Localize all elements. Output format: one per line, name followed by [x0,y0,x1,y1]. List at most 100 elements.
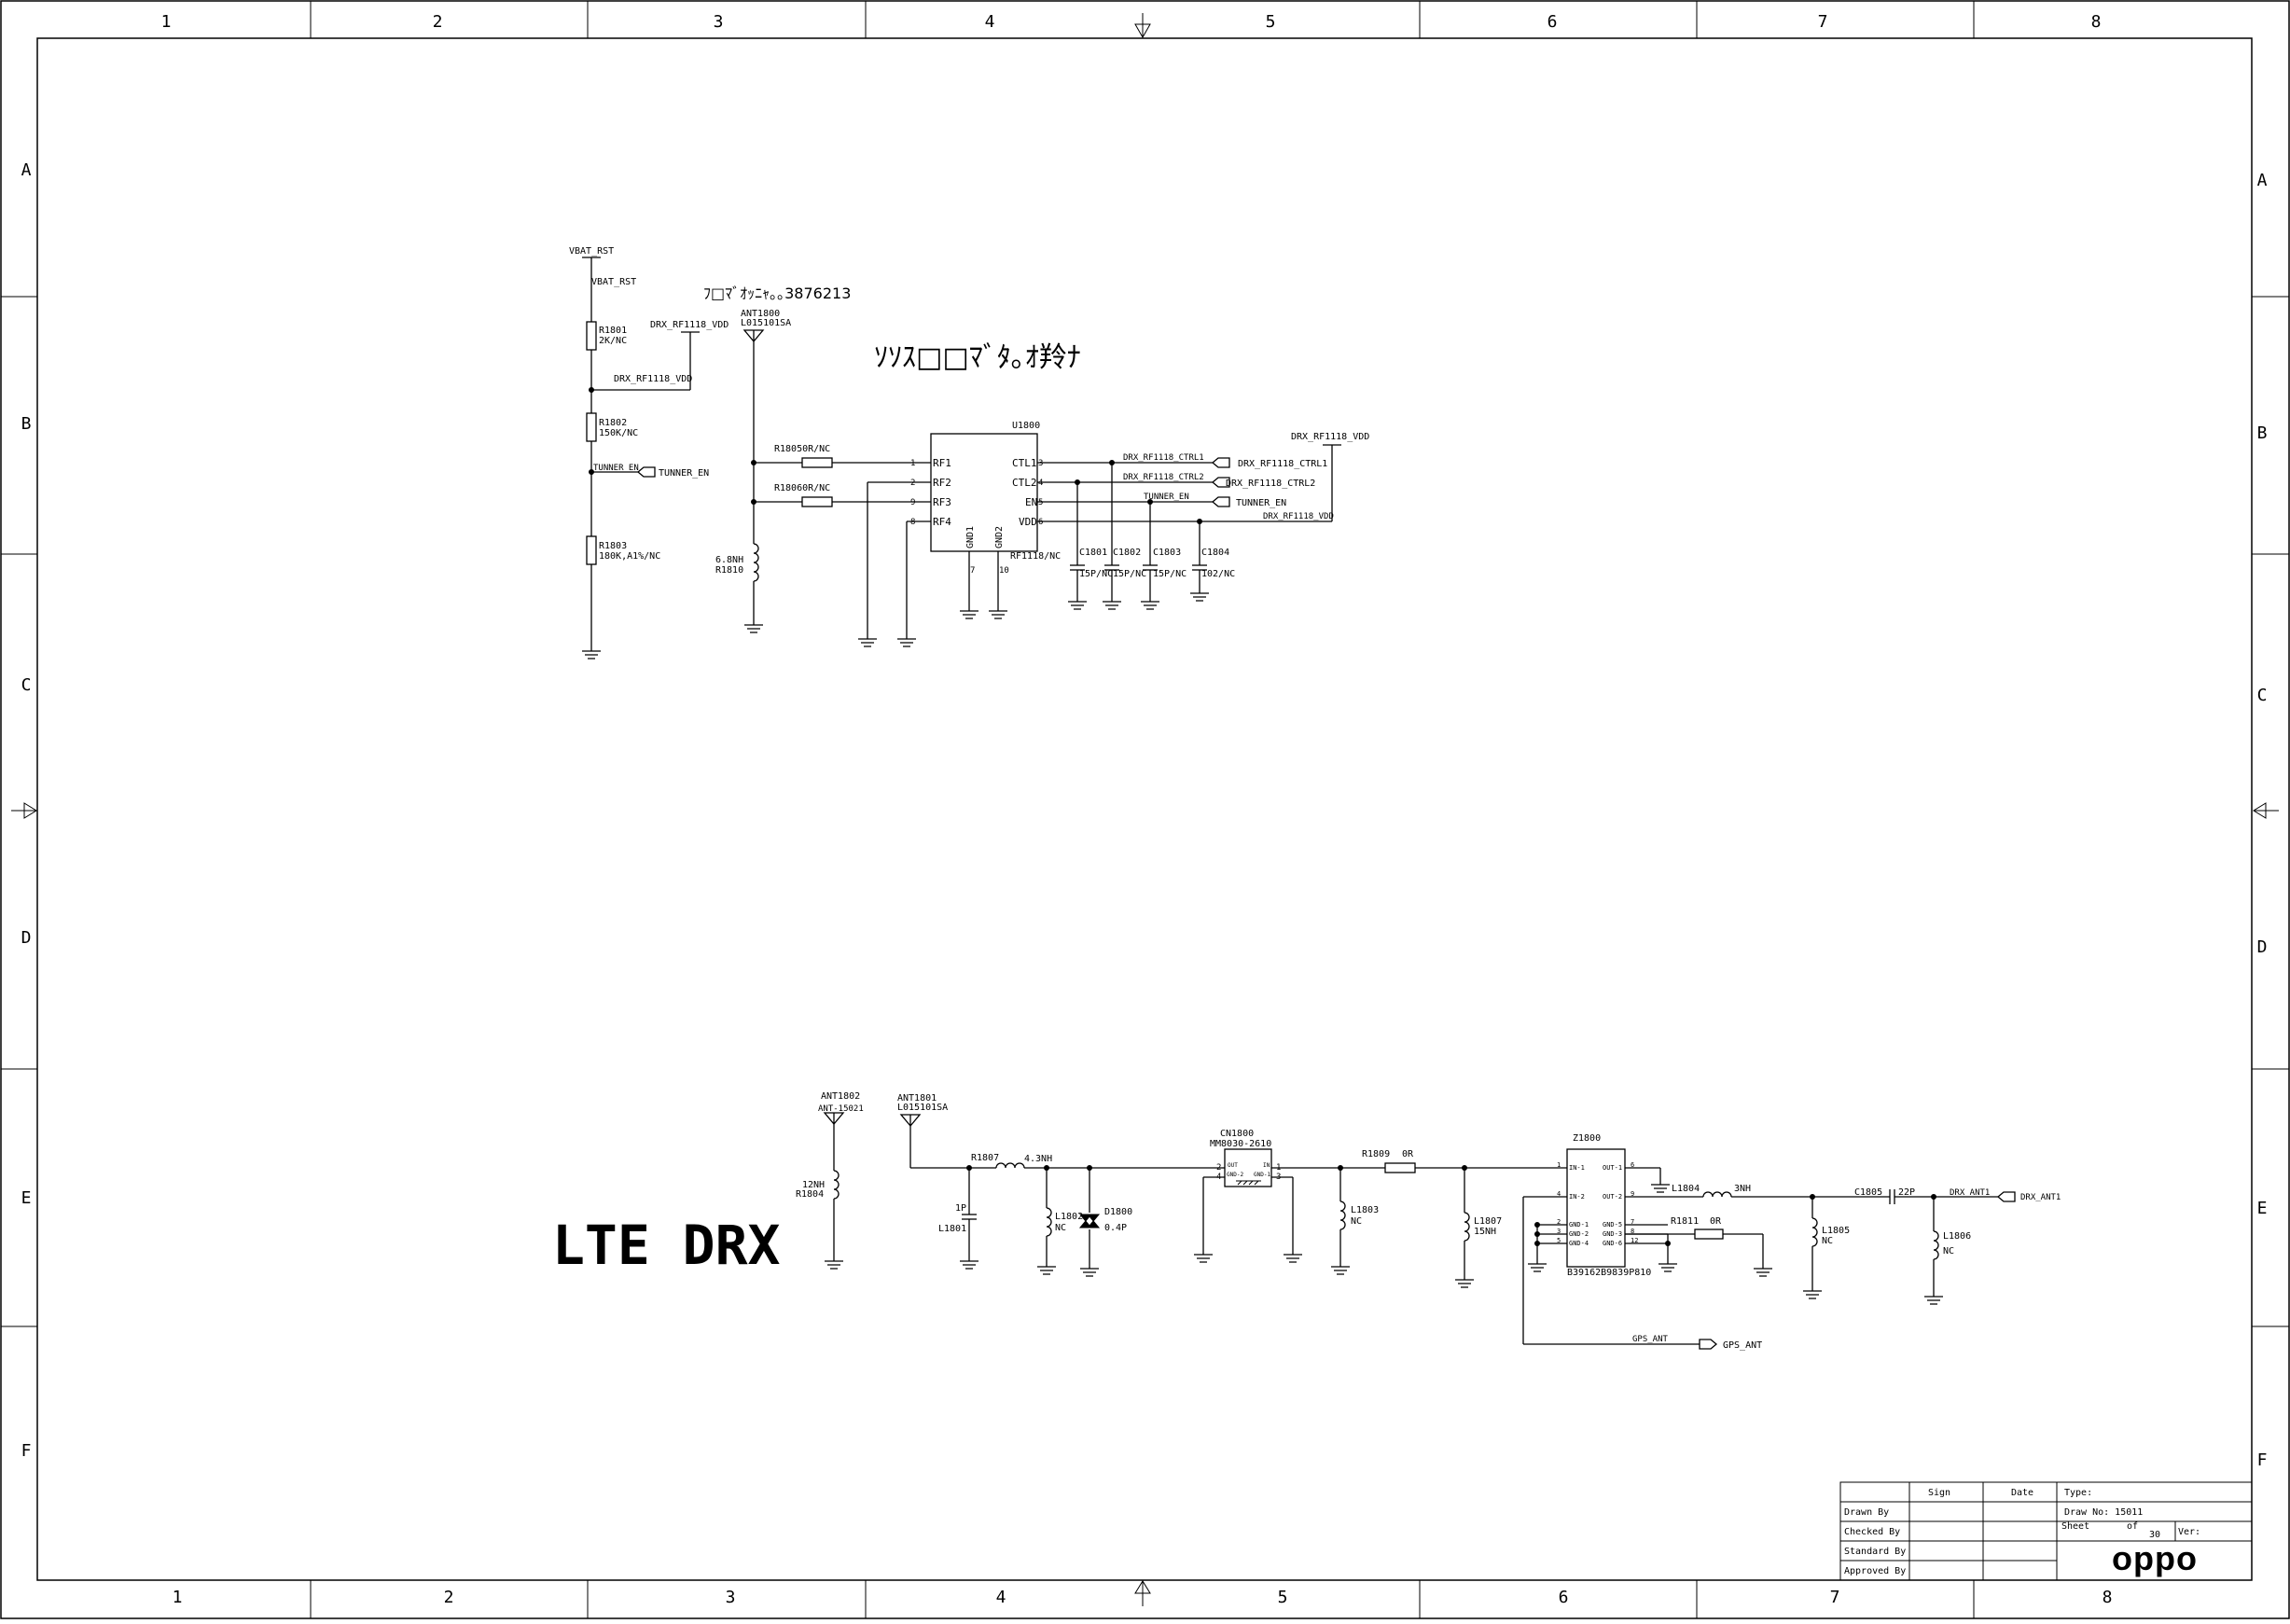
ground-symbol [744,624,763,633]
col-label-bottom-7: 7 [1830,1588,1840,1607]
inductor-3nh [1702,1191,1732,1198]
row-label-left-A: A [21,160,32,180]
r1811-value: 0R [1710,1216,1722,1227]
c1805-value: 22P [1898,1187,1915,1198]
drx-vdd-label-2: DRX_RF1118_VDD [614,374,692,384]
col-label-bottom-1: 1 [173,1588,183,1607]
ground-symbol [1141,601,1159,610]
u1800-pin7-num: 7 [970,566,975,576]
z1800-pin-gnd3: GND-3 [1603,1230,1622,1238]
row-label-right-F: F [2257,1450,2268,1470]
u1800-pin8-num: 8 [910,518,915,527]
u1800-pin-rf2: RF2 [933,477,951,489]
r1804-value: 12NH [802,1180,825,1190]
drx-vdd-top-label: DRX_RF1118_VDD [1291,432,1369,442]
z1800-pin-gnd4: GND-4 [1569,1240,1589,1247]
r1807-value: 4.3NH [1024,1154,1052,1164]
r1806-label: R18060R/NC [774,483,830,493]
cn1800-inner-out: OUT [1228,1162,1238,1169]
port-gps-shape [1699,1339,1718,1350]
row-label-left-E: E [21,1188,32,1208]
z1800-pin-out1: OUT-1 [1603,1164,1622,1172]
lower-circuit: ANT1802 ANT-15021 12NH R1804 ANT1801 L01… [796,1091,2061,1351]
tunner-en-port-shape [636,466,656,478]
ground-symbol [1803,1290,1822,1299]
u1800-pin2-num: 2 [910,479,915,488]
port-en-shape [1211,496,1230,507]
connector-hatch [1236,1180,1261,1186]
tunner-en-port-label: TUNNER_EN [659,468,709,479]
col-label-top-5: 5 [1266,12,1276,32]
ground-symbol [825,1260,843,1270]
title-block-approved-by: Approved By [1844,1566,1906,1576]
l1803-ref: L1803 [1351,1205,1379,1215]
ground-symbol [1190,592,1209,602]
row-label-right-A: A [2257,171,2268,190]
title-block-of: of [2127,1521,2138,1532]
c1802-value: 15P/NC [1113,569,1146,579]
inductor-l1807 [1464,1212,1470,1242]
ant1802-ref: ANT1802 [821,1091,860,1102]
row-label-right-C: C [2257,686,2268,705]
ground-symbol [1037,1266,1056,1275]
resistor-r1802 [586,412,597,442]
r1809-value: 0R [1402,1149,1414,1159]
l1802-ref: L1802 [1055,1212,1083,1222]
r1802-ref: R1802 [599,418,627,428]
garbled-note-1: ﾌ□ﾏﾞｵｯﾆｬ｡｡3876213 [703,285,851,302]
l1805-value: NC [1822,1236,1833,1246]
u1800-pin-rf3: RF3 [933,496,951,508]
ic-u1800 [930,433,1038,552]
resistor-r1805 [801,457,833,468]
tunner-en-net-label: TUNNER_EN [593,464,639,473]
section-title: LTE DRX [552,1214,781,1277]
port-ctrl2-shape [1211,477,1230,488]
resistor-r1811 [1694,1228,1724,1240]
r1802-value: 150K/NC [599,428,638,438]
row-label-left-B: B [21,414,32,434]
r1810-value: 6.8NH [715,555,743,565]
inductor-r1810 [753,543,759,582]
col-label-bottom-4: 4 [996,1588,1006,1607]
z1800-pin-gnd5: GND-5 [1603,1221,1622,1228]
inductor-l1806 [1933,1230,1939,1260]
r1810-ref: R1810 [715,565,743,576]
l1802-value: NC [1055,1223,1066,1233]
saw-filter-z1800 [1566,1148,1626,1268]
z1800-pin7-num: 7 [1631,1218,1634,1226]
ground-symbol [1194,1254,1213,1263]
title-block-drawn-by: Drawn By [1844,1507,1889,1518]
oppo-logo: oppo [2112,1539,2198,1577]
z1800-pin4-num: 4 [1557,1190,1561,1198]
col-label-bottom-6: 6 [1559,1588,1569,1607]
c1804-ref: C1804 [1201,548,1229,558]
cn1800-pin2: 2 [1216,1163,1221,1173]
z1800-pin-in2: IN-2 [1569,1193,1585,1201]
resistor-r1803 [586,535,597,565]
title-block-sheet: Sheet [2061,1521,2089,1532]
ground-symbol [1068,601,1087,610]
z1800-pin-in1: IN-1 [1569,1164,1585,1172]
u1800-pin10-num: 10 [999,566,1009,576]
net-label-ctrl1: DRX_RF1118_CTRL1 [1123,453,1204,463]
z1800-ref: Z1800 [1573,1133,1601,1144]
d1800-value: 0.4P [1104,1223,1127,1233]
ant1800-part: L015101SA [741,318,791,328]
diode-d1800 [1078,1214,1101,1228]
net-label-en: TUNNER_EN [1144,493,1189,502]
col-label-bottom-8: 8 [2103,1588,2113,1607]
c1804-value: 102/NC [1201,569,1235,579]
title-block-sign: Sign [1928,1488,1950,1498]
cn1800-ref: CN1800 [1220,1129,1254,1139]
col-label-bottom-2: 2 [444,1588,454,1607]
l1803-value: NC [1351,1216,1362,1227]
r1811-ref: R1811 [1671,1216,1699,1227]
resistor-r1801 [586,321,597,351]
ground-symbol [960,610,978,619]
ground-symbol [1651,1184,1670,1193]
ground-symbol [1103,601,1121,610]
z1800-pin2-num: 2 [1557,1218,1561,1226]
l1806-ref: L1806 [1943,1231,1971,1242]
u1800-pin-rf1: RF1 [933,457,951,469]
